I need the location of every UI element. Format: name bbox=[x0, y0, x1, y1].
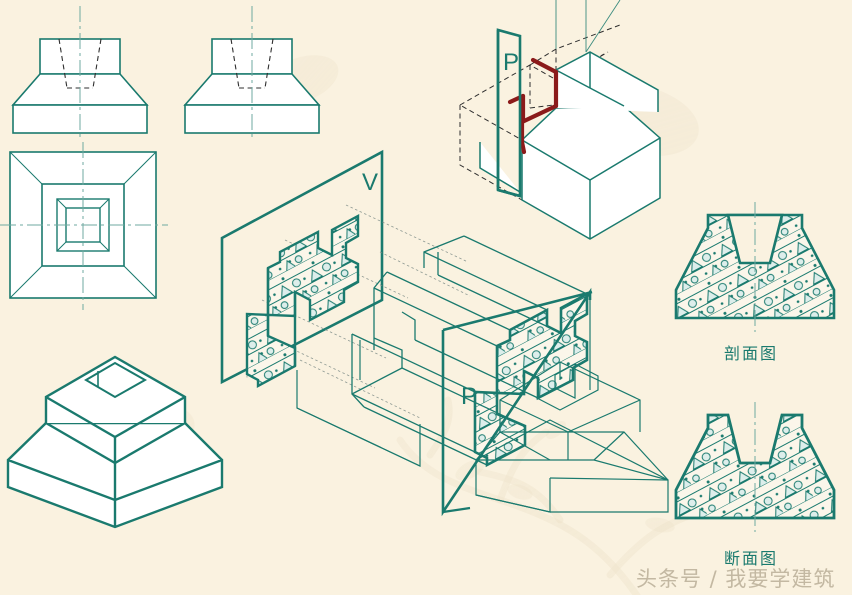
view-front-elevation-right bbox=[183, 6, 321, 140]
view-front-elevation-left bbox=[11, 6, 149, 140]
section-view-caption: 剖面图 bbox=[724, 344, 779, 363]
view-cut-result bbox=[674, 402, 836, 532]
cut-view-caption: 断面图 bbox=[724, 549, 779, 568]
view-plan bbox=[0, 142, 168, 310]
label-plane-p-bottom: P bbox=[461, 383, 477, 410]
view-isometric-cut-p-top bbox=[459, 0, 661, 240]
watermark-text: 头条号 / 我要学建筑 bbox=[636, 567, 836, 591]
view-isometric-cut-p-bottom bbox=[441, 287, 669, 517]
view-section-result bbox=[674, 202, 836, 332]
label-plane-v: V bbox=[362, 169, 378, 196]
view-isometric-solid bbox=[6, 355, 224, 529]
label-plane-p-top: P bbox=[503, 49, 519, 76]
